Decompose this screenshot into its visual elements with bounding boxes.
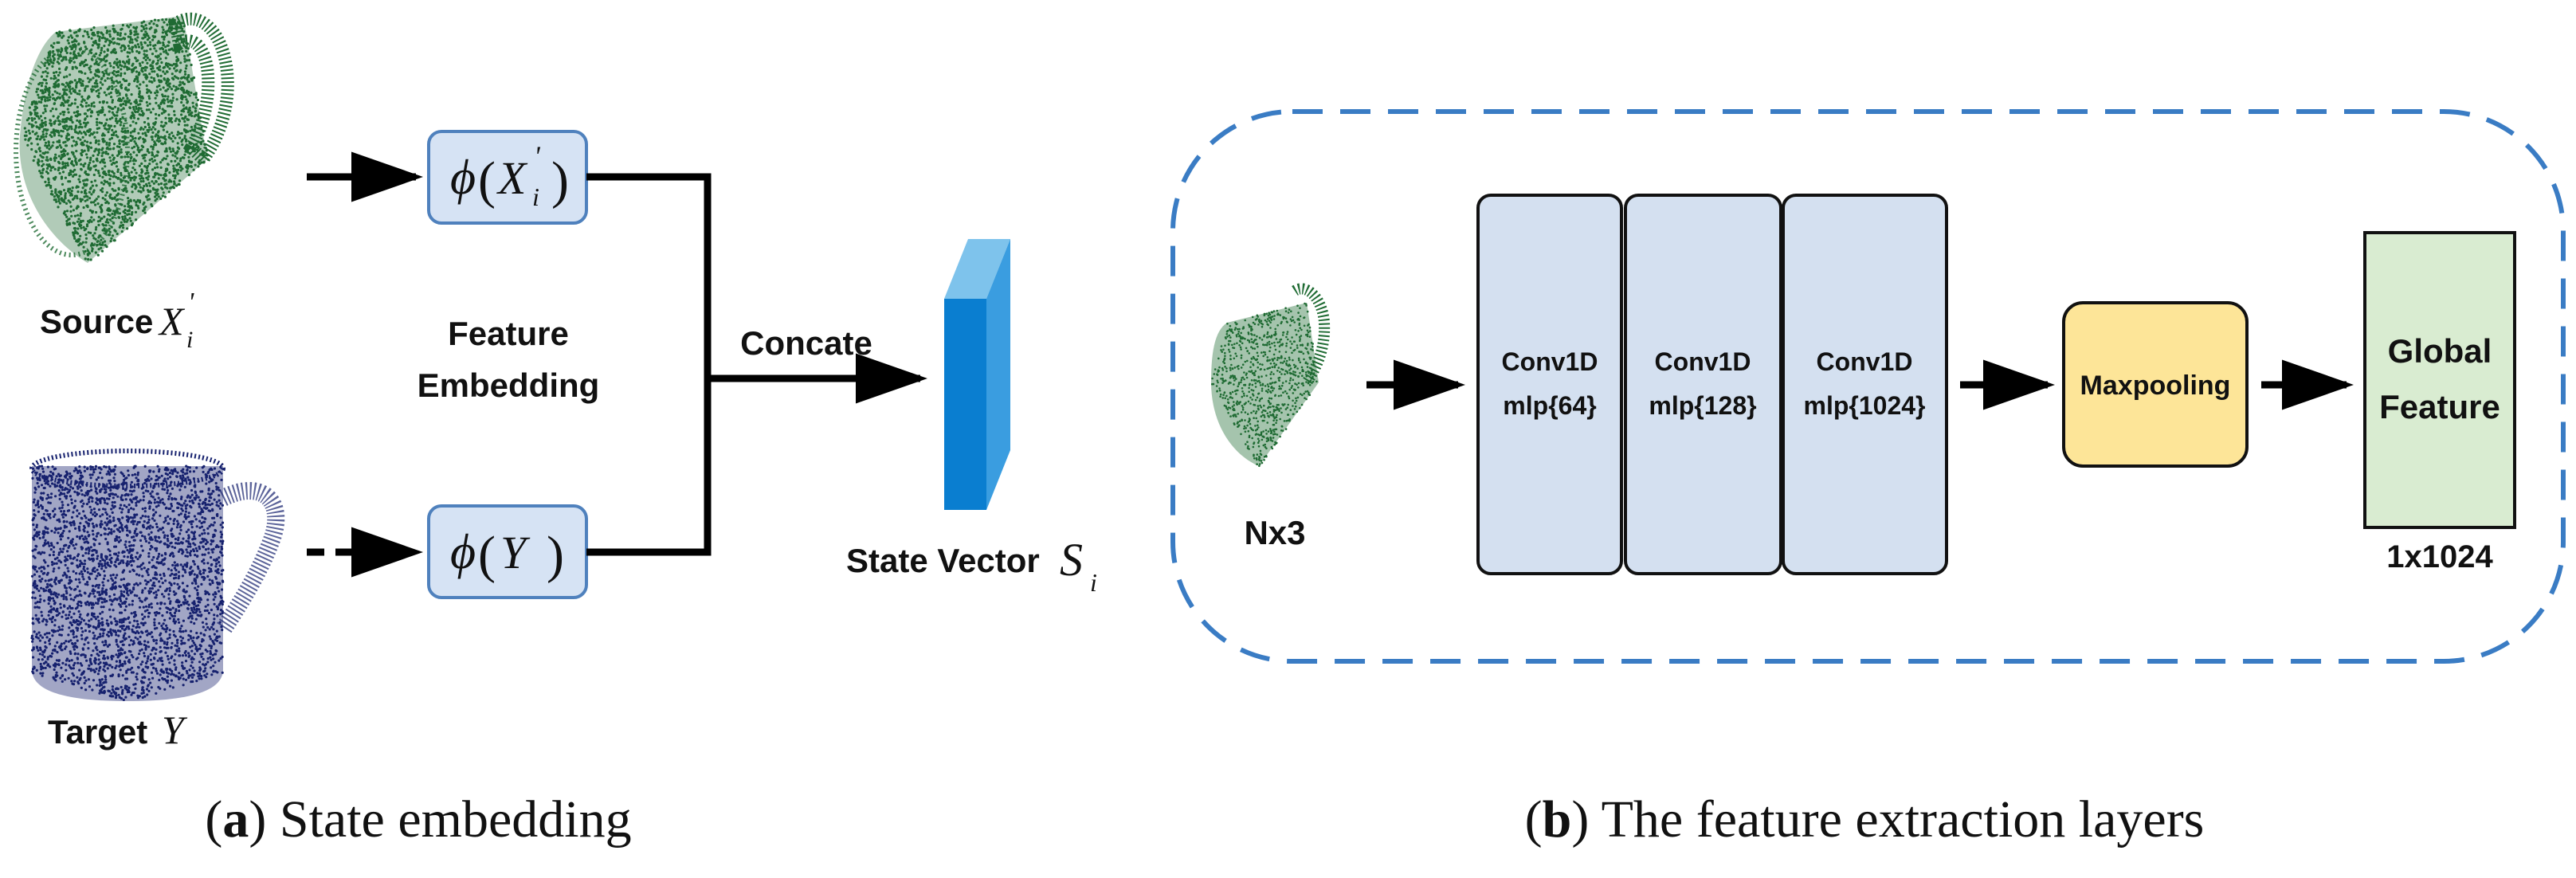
output-size-label: 1x1024 [2386, 539, 2493, 574]
feature-embedding-label-line1: Feature [448, 315, 569, 352]
embed-target-paren-open: ( [478, 526, 496, 584]
dashed-border [1170, 109, 2566, 664]
concat-connector [586, 173, 712, 556]
embed-source-subscript: i [532, 182, 539, 211]
source-prime: ' [188, 288, 194, 317]
panel-feature-extraction: Nx3 Conv1D mlp{64} Conv1D mlp{128} Conv1… [1170, 109, 2566, 849]
maxpooling-label: Maxpooling [2080, 370, 2231, 401]
target-mug-point-cloud [29, 449, 285, 702]
state-subscript: i [1090, 568, 1097, 597]
concat-label: Concate [740, 324, 872, 362]
embed-source-prime: ' [534, 140, 541, 172]
feature-embedding-label-line2: Embedding [418, 366, 600, 404]
embed-target-phi: ϕ [450, 525, 476, 579]
source-mug-point-cloud [14, 12, 234, 263]
source-label: Source [40, 303, 153, 340]
conv1d-block-128 [1624, 194, 1782, 575]
panel-state-embedding: Source X ' i Target Y ϕ ( X ' i ) ϕ ( Y … [14, 12, 1097, 849]
state-symbol: S [1060, 534, 1083, 586]
embed-source-paren-open: ( [478, 151, 496, 210]
embed-source-phi: ϕ [450, 151, 476, 205]
caption-a-text: State embedding [266, 790, 631, 849]
embed-source-paren-close: ) [551, 151, 569, 210]
global-feature-box [2363, 231, 2516, 529]
conv1d-128-line2: mlp{128} [1649, 391, 1756, 420]
maxpooling-box [2062, 301, 2249, 468]
conv1d-1024-line2: mlp{1024} [1804, 391, 1926, 420]
embed-target-paren-close: ) [547, 526, 564, 584]
conv1d-block-64 [1476, 194, 1623, 575]
conv1d-64-line2: mlp{64} [1503, 391, 1596, 420]
caption-b-letter: b [1543, 790, 1572, 849]
input-size-label: Nx3 [1244, 514, 1305, 551]
caption-b-text: The feature extraction layers [1589, 790, 2204, 849]
embed-target-arg: Y [500, 527, 531, 578]
state-vector-slab [944, 239, 1010, 510]
conv1d-64-line1: Conv1D [1502, 347, 1598, 376]
global-feature-line1: Global [2388, 332, 2492, 370]
target-label: Target [48, 713, 147, 751]
source-subscript: i [186, 327, 193, 353]
caption-b: (b) The feature extraction layers [1525, 790, 2205, 849]
state-vector-label: State Vector [846, 542, 1040, 579]
input-mug-point-cloud [1211, 283, 1331, 468]
embed-source-arg: X [496, 152, 528, 204]
global-feature-line2: Feature [2379, 388, 2500, 425]
conv1d-1024-line1: Conv1D [1817, 347, 1913, 376]
caption-a-letter: a [222, 790, 249, 849]
conv1d-block-1024 [1782, 194, 1948, 575]
conv1d-128-line1: Conv1D [1655, 347, 1751, 376]
source-symbol: X [158, 299, 186, 343]
caption-a: (a) State embedding [205, 790, 631, 849]
target-symbol: Y [162, 707, 188, 752]
